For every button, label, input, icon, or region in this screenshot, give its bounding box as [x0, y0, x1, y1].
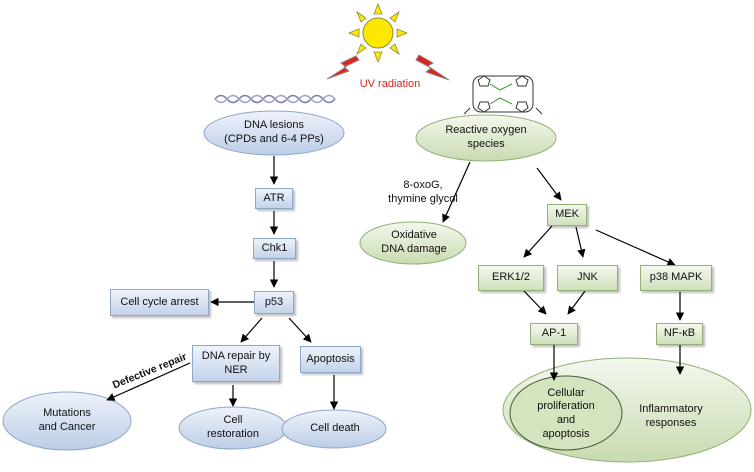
arrow-ros-oxidative: [442, 161, 471, 223]
mutations-node: Mutations and Cancer: [38, 407, 96, 433]
sun-icon: [347, 2, 409, 64]
chk1-node: Chk1: [253, 238, 296, 259]
cellular-proliferation-node: Cellular proliferation and apoptosis: [537, 386, 595, 440]
dna-lesions-ellipse: [203, 110, 345, 156]
cellular-proliferation-ellipse: [509, 375, 623, 451]
ap1-node: AP-1: [530, 323, 578, 345]
arrow-jnk-ap1: [567, 290, 586, 315]
atr-node: ATR: [255, 188, 293, 209]
arrow-p53-repair: [240, 317, 263, 343]
oxidative-ellipse: [359, 221, 467, 265]
arrow-mek-erk: [523, 225, 553, 258]
ros-node: Reactive oxygen species: [445, 124, 527, 150]
dna-lesions-node: DNA lesions (CPDs and 6-4 PPs): [224, 119, 324, 145]
lightning-left-icon: [326, 55, 360, 80]
dna-repair-node: DNA repair by NER: [192, 345, 280, 382]
p53-node: p53: [254, 291, 294, 314]
p38-mapk-node: p38 MAPK: [640, 265, 712, 291]
lightning-right-icon: [415, 54, 450, 81]
arrow-repair-mutations: [106, 362, 191, 401]
jnk-node: JNK: [557, 265, 618, 291]
arrow-ros-mek: [536, 167, 562, 201]
uv-radiation-label: UV radiation: [359, 78, 421, 90]
erk-node: ERK1/2: [478, 265, 544, 291]
apoptosis-node: Apoptosis: [300, 346, 361, 373]
mutations-ellipse: [2, 391, 132, 451]
oxo-edge-label: 8-oxoG, thymine glycol: [388, 179, 458, 206]
ros-ellipse: [415, 114, 557, 162]
cell-death-node: Cell death: [310, 422, 360, 435]
porphyrin-molecule-icon: [463, 75, 543, 115]
arrow-p53-apoptosis: [288, 317, 312, 343]
cell-restoration-node: Cell restoration: [207, 414, 259, 440]
arrow-mek-jnk: [575, 226, 586, 258]
mek-node: MEK: [547, 204, 587, 226]
oxidative-dna-damage-node: Oxidative DNA damage: [381, 229, 447, 255]
nfkb-node: NF-κB: [656, 323, 703, 345]
arrow-erk-ap1: [523, 290, 547, 315]
inflammatory-responses-node: Inflammatory responses: [639, 403, 703, 429]
arrow-mek-p38: [595, 229, 676, 266]
arrows: [106, 156, 685, 410]
cell-cycle-arrest-node: Cell cycle arrest: [110, 289, 209, 316]
dna-helix-icon: [214, 94, 336, 104]
cell-death-ellipse: [281, 409, 387, 449]
